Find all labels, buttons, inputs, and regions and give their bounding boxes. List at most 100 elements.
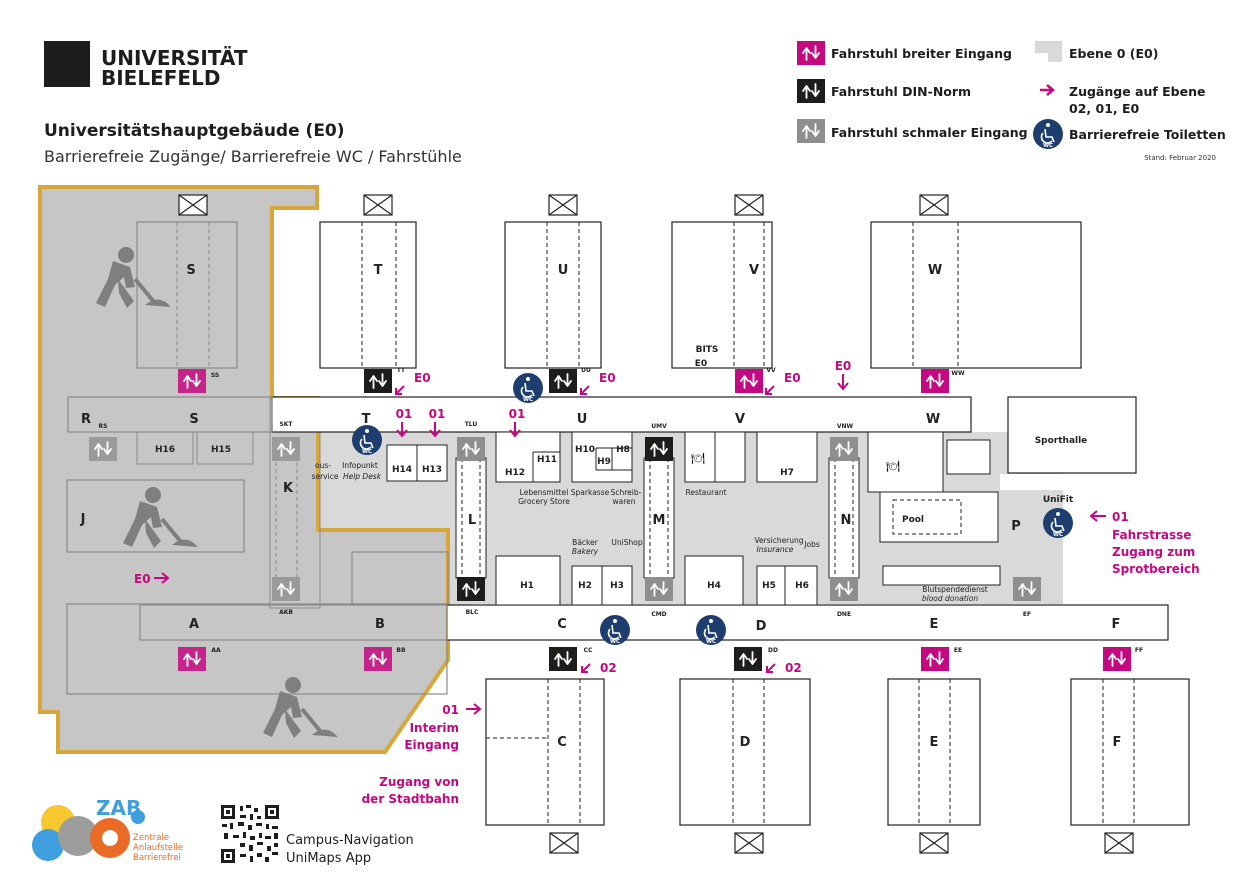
legend-narrow-elevator-icon xyxy=(797,119,825,143)
room-h11: H11 xyxy=(537,455,557,465)
pool-label: Pool xyxy=(902,515,924,525)
closed-west-section: H16 H15 S R S J K A B xyxy=(38,185,450,754)
unishop-label: UniShop xyxy=(611,538,642,547)
room-h7: H7 xyxy=(780,468,794,478)
legend-access-label-2: 02, 01, E0 xyxy=(1069,101,1140,116)
lebensmittel-label: Lebensmittel xyxy=(520,488,569,497)
room-h10: H10 xyxy=(575,445,595,455)
sporthalle-label: Sporthalle xyxy=(1035,436,1088,446)
elevator-code-ss: SS xyxy=(211,372,219,379)
room-h13: H13 xyxy=(422,465,442,475)
legend-level-label: Ebene 0 (E0) xyxy=(1069,46,1158,61)
versicherung-label: Versicherung xyxy=(754,536,803,545)
closed-area-border xyxy=(38,185,450,754)
qr-code[interactable] xyxy=(221,805,279,863)
restaurant-label: Restaurant xyxy=(685,488,726,497)
elevator-code-rs: RS xyxy=(99,423,108,430)
elevator-code-blc: BLC xyxy=(466,609,479,616)
elevator-vv-icon xyxy=(735,369,763,393)
building-w-corridor-label: W xyxy=(926,412,940,427)
elevator-aa-icon xyxy=(178,647,206,671)
schreib-label-1: Schreib- xyxy=(611,488,642,497)
elevator-skt-icon xyxy=(272,437,300,461)
access-markers: E0 E0 E0 E0 01 01 01 E0 02 02 01 Fahrstr… xyxy=(134,359,1200,806)
access-stadtbahn-label-1: Zugang von xyxy=(379,775,459,789)
access-east-label-3: Sprotbereich xyxy=(1112,562,1200,576)
zab-text-1: Zentrale xyxy=(133,833,169,843)
elevator-code-tt: TT xyxy=(397,367,406,374)
elevator-vnw-icon xyxy=(830,437,858,461)
building-u-label: U xyxy=(558,263,569,278)
access-e0-vw: E0 xyxy=(835,359,852,373)
building-b-label: B xyxy=(375,617,385,632)
wc-icon: WC xyxy=(600,615,630,645)
restaurant-icon: 🍽 xyxy=(691,452,705,465)
wc-text: WC xyxy=(362,449,372,455)
page-title: Universitätshauptgebäude (E0) xyxy=(44,121,345,141)
building-w-label: W xyxy=(928,263,942,278)
wc-text: WC xyxy=(1053,532,1063,538)
zab-text-3: Barrierefrei xyxy=(133,853,181,863)
elevator-bb-icon xyxy=(364,647,392,671)
bits-label-2: E0 xyxy=(695,359,707,369)
elevator-uu-icon xyxy=(549,369,577,393)
legend-access-label-1: Zugänge auf Ebene xyxy=(1069,84,1206,99)
room-h14: H14 xyxy=(392,465,412,475)
elevator-tlu-icon xyxy=(457,437,485,461)
elevator-ss-icon xyxy=(178,369,206,393)
service-label-1: ous- xyxy=(315,461,331,470)
campus-nav-label-1: Campus-Navigation xyxy=(286,833,414,848)
university-logo: UNIVERSITÄT BIELEFELD xyxy=(44,41,248,90)
access-east-label-1: Fahrstrasse xyxy=(1112,528,1191,542)
logo-line-2: BIELEFELD xyxy=(101,66,220,90)
room-h1: H1 xyxy=(520,581,534,591)
room-h4: H4 xyxy=(707,581,721,591)
elevator-code-dd: DD xyxy=(768,647,778,654)
access-e0-v: E0 xyxy=(784,371,801,385)
blut-label-1: Blutspendedienst xyxy=(922,585,987,594)
zab-logo: ZAB Zentrale Anlaufstelle Barrierefrei xyxy=(32,796,183,863)
wc-icons: WC WC WC WC WC xyxy=(352,373,1073,645)
elevator-code-umv: UMV xyxy=(651,423,667,430)
building-n-label: N xyxy=(841,513,852,528)
access-01-east: 01 xyxy=(1112,510,1129,524)
elevator-code-ww: WW xyxy=(951,370,965,377)
infopunkt-label: Infopunkt xyxy=(342,461,378,470)
elevator-code-ff: FF xyxy=(1135,647,1143,654)
campus-nav-label-2: UniMaps App xyxy=(286,851,371,866)
building-v-label: V xyxy=(749,263,759,278)
access-e0-t: E0 xyxy=(414,371,431,385)
wc-text: WC xyxy=(610,639,620,645)
building-l-label: L xyxy=(468,513,476,528)
sparkasse-label: Sparkasse xyxy=(571,488,610,497)
grocery-label: Grocery Store xyxy=(518,497,570,506)
wc-icon: WC xyxy=(696,615,726,645)
room-h6: H6 xyxy=(795,581,809,591)
helpdesk-label: Help Desk xyxy=(343,472,382,481)
building-c-corridor-label: C xyxy=(557,617,567,632)
building-d-corridor-label: D xyxy=(756,619,767,634)
elevator-code-cmd: CMD xyxy=(651,611,666,618)
elevator-code-tlu: TLU xyxy=(465,421,478,428)
building-d-label: D xyxy=(740,735,751,750)
baecker-label: Bäcker xyxy=(572,538,599,547)
legend-din-elevator-icon xyxy=(797,79,825,103)
room-h3: H3 xyxy=(610,581,624,591)
access-01-interim: 01 xyxy=(442,703,459,717)
building-c-label: C xyxy=(557,735,567,750)
building-r-label: R xyxy=(81,412,91,427)
elevator-ww-icon xyxy=(921,369,949,393)
south-buildings: C D E F C D E F xyxy=(485,617,1190,854)
building-p-label: P xyxy=(1011,519,1021,534)
logo-line-1: UNIVERSITÄT xyxy=(101,46,248,70)
legend-wide-elevator-icon xyxy=(797,41,825,65)
elevator-code-uu: UU xyxy=(581,367,591,374)
blut-label-2: blood donation xyxy=(922,594,978,603)
wc-icon: WC xyxy=(1043,508,1073,538)
wc-text: WC xyxy=(1043,143,1053,149)
access-stadtbahn-label-2: der Stadtbahn xyxy=(362,792,459,806)
north-buildings: T U V BITS E0 W T U V W xyxy=(319,194,1082,427)
building-e-label: E xyxy=(930,735,939,750)
elevator-code-akb: AKB xyxy=(279,609,293,616)
access-02-c: 02 xyxy=(600,661,617,675)
